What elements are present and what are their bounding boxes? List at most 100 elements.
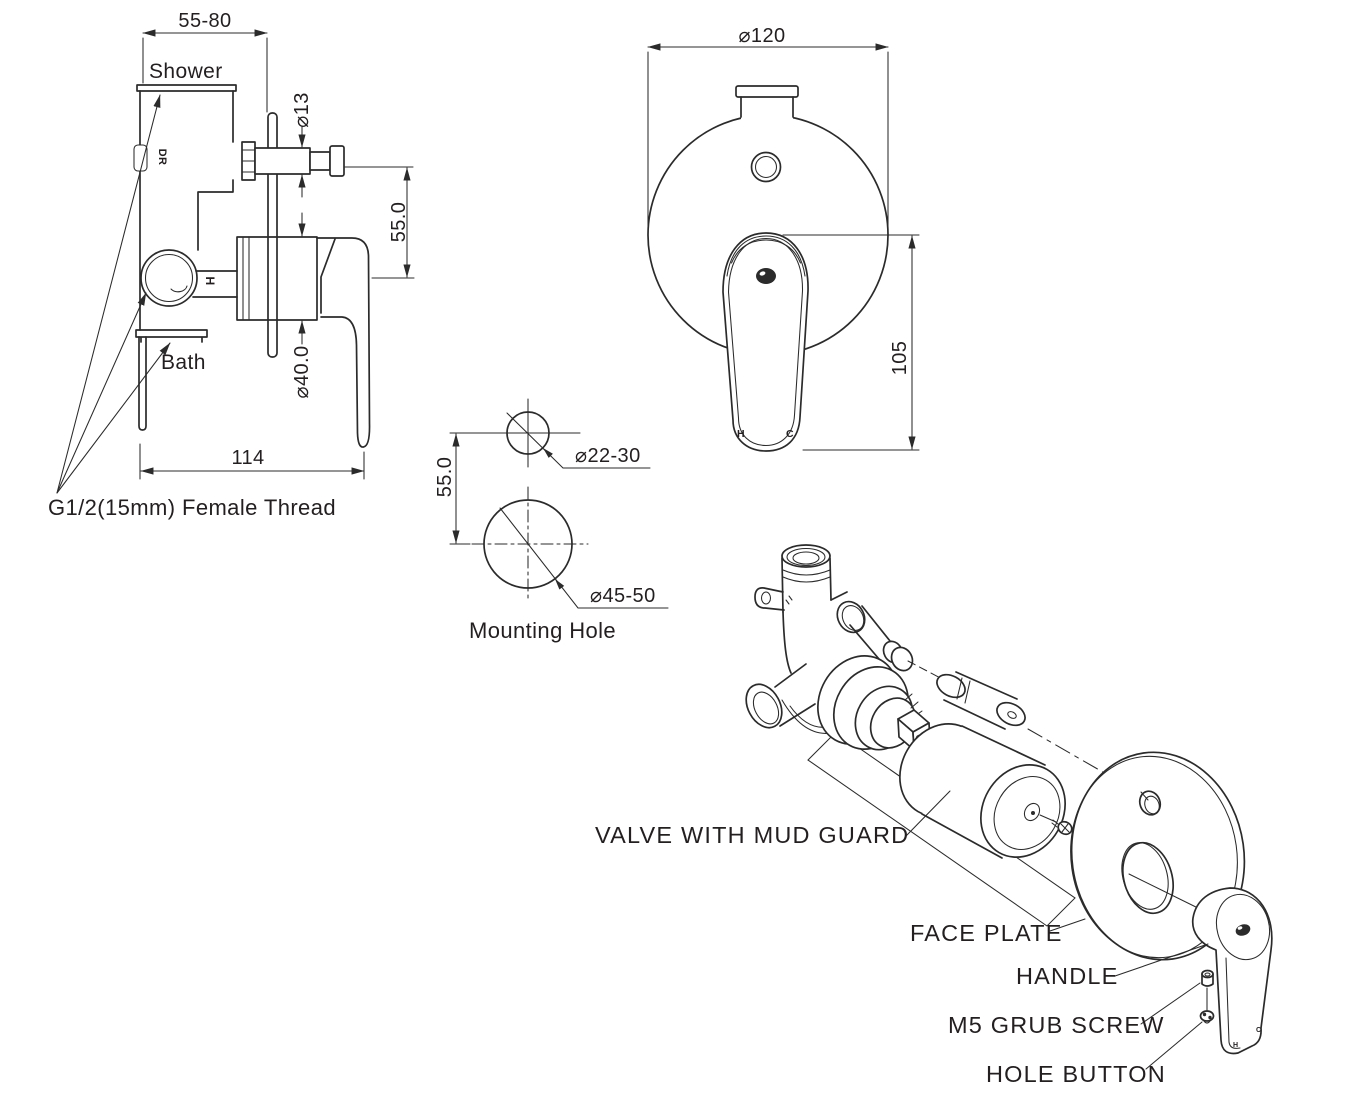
centerline-upper (907, 660, 949, 683)
label-hole-button: HOLE BUTTON (986, 1061, 1166, 1087)
leader-arrowhead (555, 579, 565, 590)
grub-screw-top (1201, 969, 1214, 979)
plate-small-hole (1138, 790, 1162, 816)
extension-lines (142, 37, 268, 113)
mounting-hole-diagram: 55.0 ⌀22-30 ⌀45-50 Mounting Hole (434, 398, 669, 643)
dim-hole-spacing: 55.0 (434, 457, 456, 498)
hole-button-recess1 (1202, 1012, 1207, 1017)
grub-screw (1201, 969, 1214, 1011)
top-stub-cap (735, 85, 799, 98)
handle-front (722, 232, 809, 452)
label-cold: C (786, 428, 794, 440)
label-shower: Shower (149, 60, 223, 83)
mounting-lug (754, 587, 785, 611)
plate-large-hole-inner (1121, 842, 1169, 910)
leader-grub-screw (1140, 982, 1201, 1025)
handle-side-profile (316, 237, 371, 448)
hole-button-stem (1203, 1020, 1211, 1024)
label-face-plate: FACE PLATE (910, 920, 1063, 946)
sleeve-cap (996, 701, 1026, 727)
leader-upper-hole (506, 412, 651, 469)
sleeve-back (936, 673, 966, 699)
sleeve-body (943, 671, 1018, 730)
top-port-rim2 (786, 547, 826, 567)
dim-trim-diameter: ⌀40.0 (291, 346, 313, 399)
mud-guard-cap (980, 764, 1066, 858)
centerline-through-hole (1128, 873, 1205, 912)
exploded-view-drawing: H C VALVE WITH MUD GUARD FACE PLATE HAND… (595, 544, 1273, 1087)
hole-button-cap (1199, 1010, 1215, 1022)
label-hot-port: H (203, 276, 217, 285)
diverter-stem-neck (309, 151, 331, 171)
screw-cross (1060, 823, 1070, 833)
fixing-screw (1051, 819, 1073, 836)
side-port (745, 683, 783, 729)
leader-hole-button (1145, 1021, 1203, 1070)
dr-port (133, 144, 148, 172)
label-handle: HANDLE (1016, 963, 1119, 989)
dim-plate-diameter: ⌀120 (738, 25, 785, 47)
mud-guard-ring (993, 776, 1061, 850)
lower-hole-crosshair (471, 486, 589, 602)
side-port-bore (752, 691, 780, 725)
mud-guard-dot (1031, 811, 1035, 815)
side-view-drawing: 55-80 ⌀13 ⌀40.0 55.0 114 Shower DR H Bat… (48, 10, 415, 520)
diverter-boss2 (841, 605, 865, 631)
mud-guard (899, 723, 1066, 859)
handle-button-highlight (759, 271, 766, 276)
cartridge (817, 655, 931, 756)
handle-hub-facet (320, 238, 336, 314)
stem-cap-disc2 (890, 646, 914, 672)
top-port-rim (781, 544, 831, 568)
handle-hub-face (1215, 893, 1271, 961)
upper-hole-crosshair (449, 398, 581, 468)
label-bath: Bath (161, 351, 206, 374)
top-port-tube (781, 557, 832, 613)
dim-55-80: 55-80 (178, 10, 231, 32)
mud-guard-hub (1023, 802, 1041, 822)
handle-button-highlight-3d (1237, 926, 1243, 930)
hot-inlet-detail (170, 285, 188, 293)
hot-inlet-port-inner (144, 253, 194, 303)
caption-mounting-hole: Mounting Hole (469, 618, 616, 643)
extension-lines (139, 443, 365, 480)
hot-inlet-port (140, 249, 198, 307)
sleeve-cap-hole (1007, 711, 1017, 719)
stub-mask (741, 96, 793, 120)
diverter-stem (254, 147, 311, 175)
diverter-button-front (750, 151, 782, 183)
extension-lines (782, 234, 920, 451)
handle-3d: H C (1191, 887, 1273, 1055)
dim-handle-drop: 105 (889, 341, 911, 376)
label-hot: H (737, 428, 745, 440)
extension-lines (647, 51, 889, 229)
front-view-drawing: H C ⌀120 105 (647, 25, 920, 452)
top-port-bore (792, 551, 820, 565)
plate-small-hole-inner (1144, 795, 1160, 815)
leader-face-plate (1049, 918, 1086, 932)
grub-screw-socket (1204, 972, 1211, 977)
handle-inner-edge (1225, 957, 1241, 1049)
dim-overall-depth: 114 (231, 447, 264, 469)
top-port-collar (782, 569, 831, 583)
valve-body-top-plate (136, 84, 237, 92)
diverter-knob (329, 145, 345, 177)
valve-body-front-profile (197, 90, 234, 251)
trim-cylinder (236, 236, 318, 321)
handle-button (756, 268, 776, 284)
label-grub-screw: M5 GRUB SCREW (948, 1012, 1165, 1038)
bath-outlet-flange (135, 329, 208, 343)
face-plate-edge (267, 112, 278, 358)
note-thread: G1/2(15mm) Female Thread (48, 495, 336, 520)
screw-tip (1051, 819, 1059, 828)
leader-lower-hole (499, 507, 669, 609)
lower-stub (138, 336, 147, 431)
small-hole-slash (1140, 791, 1149, 801)
dim-stem-diameter: ⌀13 (291, 92, 313, 128)
sleeve-ticks (956, 677, 971, 704)
hole-button-recess2 (1208, 1015, 1212, 1020)
handle-hot-mark: H (1233, 1042, 1238, 1049)
diverter-button-inner (754, 155, 778, 179)
leader-shower-port (56, 94, 161, 494)
